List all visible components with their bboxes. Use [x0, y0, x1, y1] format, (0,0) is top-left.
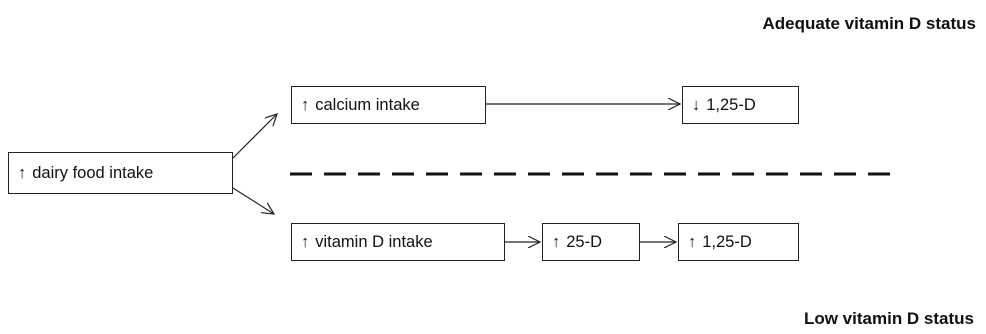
node-vitamin-d-intake: ↑ vitamin D intake [291, 223, 505, 261]
node-label: vitamin D intake [315, 233, 433, 251]
node-25d: ↑ 25-D [542, 223, 640, 261]
node-label: 25-D [566, 233, 603, 251]
heading-adequate-status: Adequate vitamin D status [762, 14, 977, 33]
node-calcium-intake: ↑ calcium intake [291, 86, 486, 124]
edge-dairy-to-vitamin-d [232, 187, 274, 214]
up-arrow-icon: ↑ [301, 96, 310, 114]
node-label: calcium intake [315, 96, 420, 114]
node-calcitriol-increase: ↑ 1,25-D [678, 223, 799, 261]
up-arrow-icon: ↑ [301, 233, 310, 251]
node-label: 1,25-D [702, 233, 752, 251]
up-arrow-icon: ↑ [18, 164, 27, 182]
node-calcitriol-decrease: ↓ 1,25-D [682, 86, 799, 124]
node-label: dairy food intake [32, 164, 154, 182]
up-arrow-icon: ↑ [552, 233, 561, 251]
node-dairy-food-intake: ↑ dairy food intake [8, 152, 233, 194]
edge-dairy-to-calcium [232, 114, 277, 159]
down-arrow-icon: ↓ [692, 96, 701, 114]
node-label: 1,25-D [706, 96, 756, 114]
heading-low-status: Low vitamin D status [803, 309, 974, 328]
up-arrow-icon: ↑ [688, 233, 697, 251]
